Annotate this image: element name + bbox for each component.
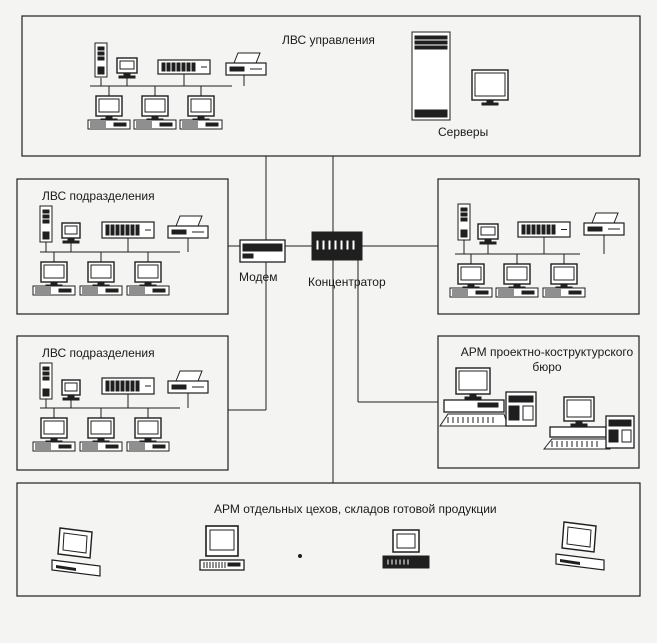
division-lan-2-content (32, 362, 209, 452)
system-unit-icon (32, 441, 76, 452)
tower-pc-icon (39, 205, 53, 243)
system-unit-icon (79, 441, 123, 452)
workstation-icon (79, 261, 123, 296)
switch-icon (101, 377, 155, 395)
tower-pc-icon (39, 362, 53, 400)
monitor-icon (40, 417, 68, 444)
right-lan-content (449, 203, 625, 298)
monitor-icon (134, 261, 162, 288)
division-lan-1-content (32, 205, 209, 296)
monitor-icon (187, 95, 215, 122)
system-unit-icon (79, 285, 123, 296)
monitor-icon (457, 263, 485, 290)
workshops-content (51, 521, 605, 577)
workstation-icon (87, 95, 131, 130)
cad-workstation-icon (439, 367, 509, 427)
monitor-icon (503, 263, 531, 290)
servers-group (411, 31, 509, 121)
workstation-icon (32, 261, 76, 296)
plotter-cabinet-icon (505, 391, 537, 427)
printer-icon (583, 212, 625, 236)
dot-mark (298, 554, 302, 558)
monitor-icon (455, 367, 491, 400)
monitor-icon (87, 417, 115, 444)
monitor-icon (95, 95, 123, 122)
workstation-icon (126, 261, 170, 296)
monitor-icon (141, 95, 169, 122)
switch-icon (157, 59, 211, 75)
system-unit-icon (133, 119, 177, 130)
workshops-block (16, 482, 641, 597)
management-lan-content (87, 31, 509, 130)
management-lan-block (21, 15, 641, 157)
servers-label: Серверы (438, 125, 489, 139)
printer-icon (167, 370, 209, 394)
server-tower-icon (411, 31, 451, 121)
system-unit-icon (32, 285, 76, 296)
monitor-icon (134, 417, 162, 444)
monitor-icon (40, 261, 68, 288)
printer-icon (167, 215, 209, 239)
server-pc-icon (94, 42, 108, 78)
division-lan-2-block (16, 335, 229, 471)
design-bureau-title-line2: бюро (532, 360, 562, 374)
tower-pc-icon (457, 203, 471, 241)
system-unit-icon (179, 119, 223, 130)
division-lan-1-title: ЛВС подразделения (42, 189, 155, 203)
plotter-cabinet-icon (605, 415, 635, 449)
workstation-icon (79, 417, 123, 452)
server-monitor-icon (471, 69, 509, 106)
management-lan-title: ЛВС управления (282, 33, 375, 47)
printer-icon (225, 52, 267, 76)
monitor-icon (550, 263, 578, 290)
hub-label: Концентратор (308, 275, 386, 289)
modem-icon (239, 239, 286, 263)
workshops-title: АРМ отдельных цехов, складов готовой про… (214, 502, 497, 516)
workstation-icon (555, 521, 605, 571)
workstation-icon (449, 263, 493, 298)
system-unit-icon (449, 287, 493, 298)
system-unit-icon (126, 441, 170, 452)
workstation-icon (199, 525, 245, 571)
workstation-icon (179, 95, 223, 130)
workstation-icon (32, 417, 76, 452)
console-monitor-icon (116, 57, 138, 79)
system-unit-icon (87, 119, 131, 130)
hub-icon (311, 231, 363, 261)
modem-label: Модем (239, 270, 278, 284)
workstation-icon (126, 417, 170, 452)
workstation-icon (542, 263, 586, 298)
system-unit-icon (542, 287, 586, 298)
system-unit-icon (495, 287, 539, 298)
division-lan-2-title: ЛВС подразделения (42, 346, 155, 360)
workstation-icon (133, 95, 177, 130)
workstation-icon (495, 263, 539, 298)
console-monitor-icon (61, 379, 81, 401)
switch-icon (517, 221, 571, 238)
system-unit-icon (126, 285, 170, 296)
cad-workstation-icon (542, 396, 611, 450)
design-bureau-content (439, 367, 635, 450)
switch-icon (101, 221, 155, 239)
monitor-icon (87, 261, 115, 288)
design-bureau-title-line1: АРМ проектно-коструктурского (460, 345, 634, 359)
monitor-icon (563, 396, 595, 427)
workstation-icon (51, 527, 101, 577)
connection-lines (228, 156, 438, 483)
workstation-icon (382, 529, 430, 569)
